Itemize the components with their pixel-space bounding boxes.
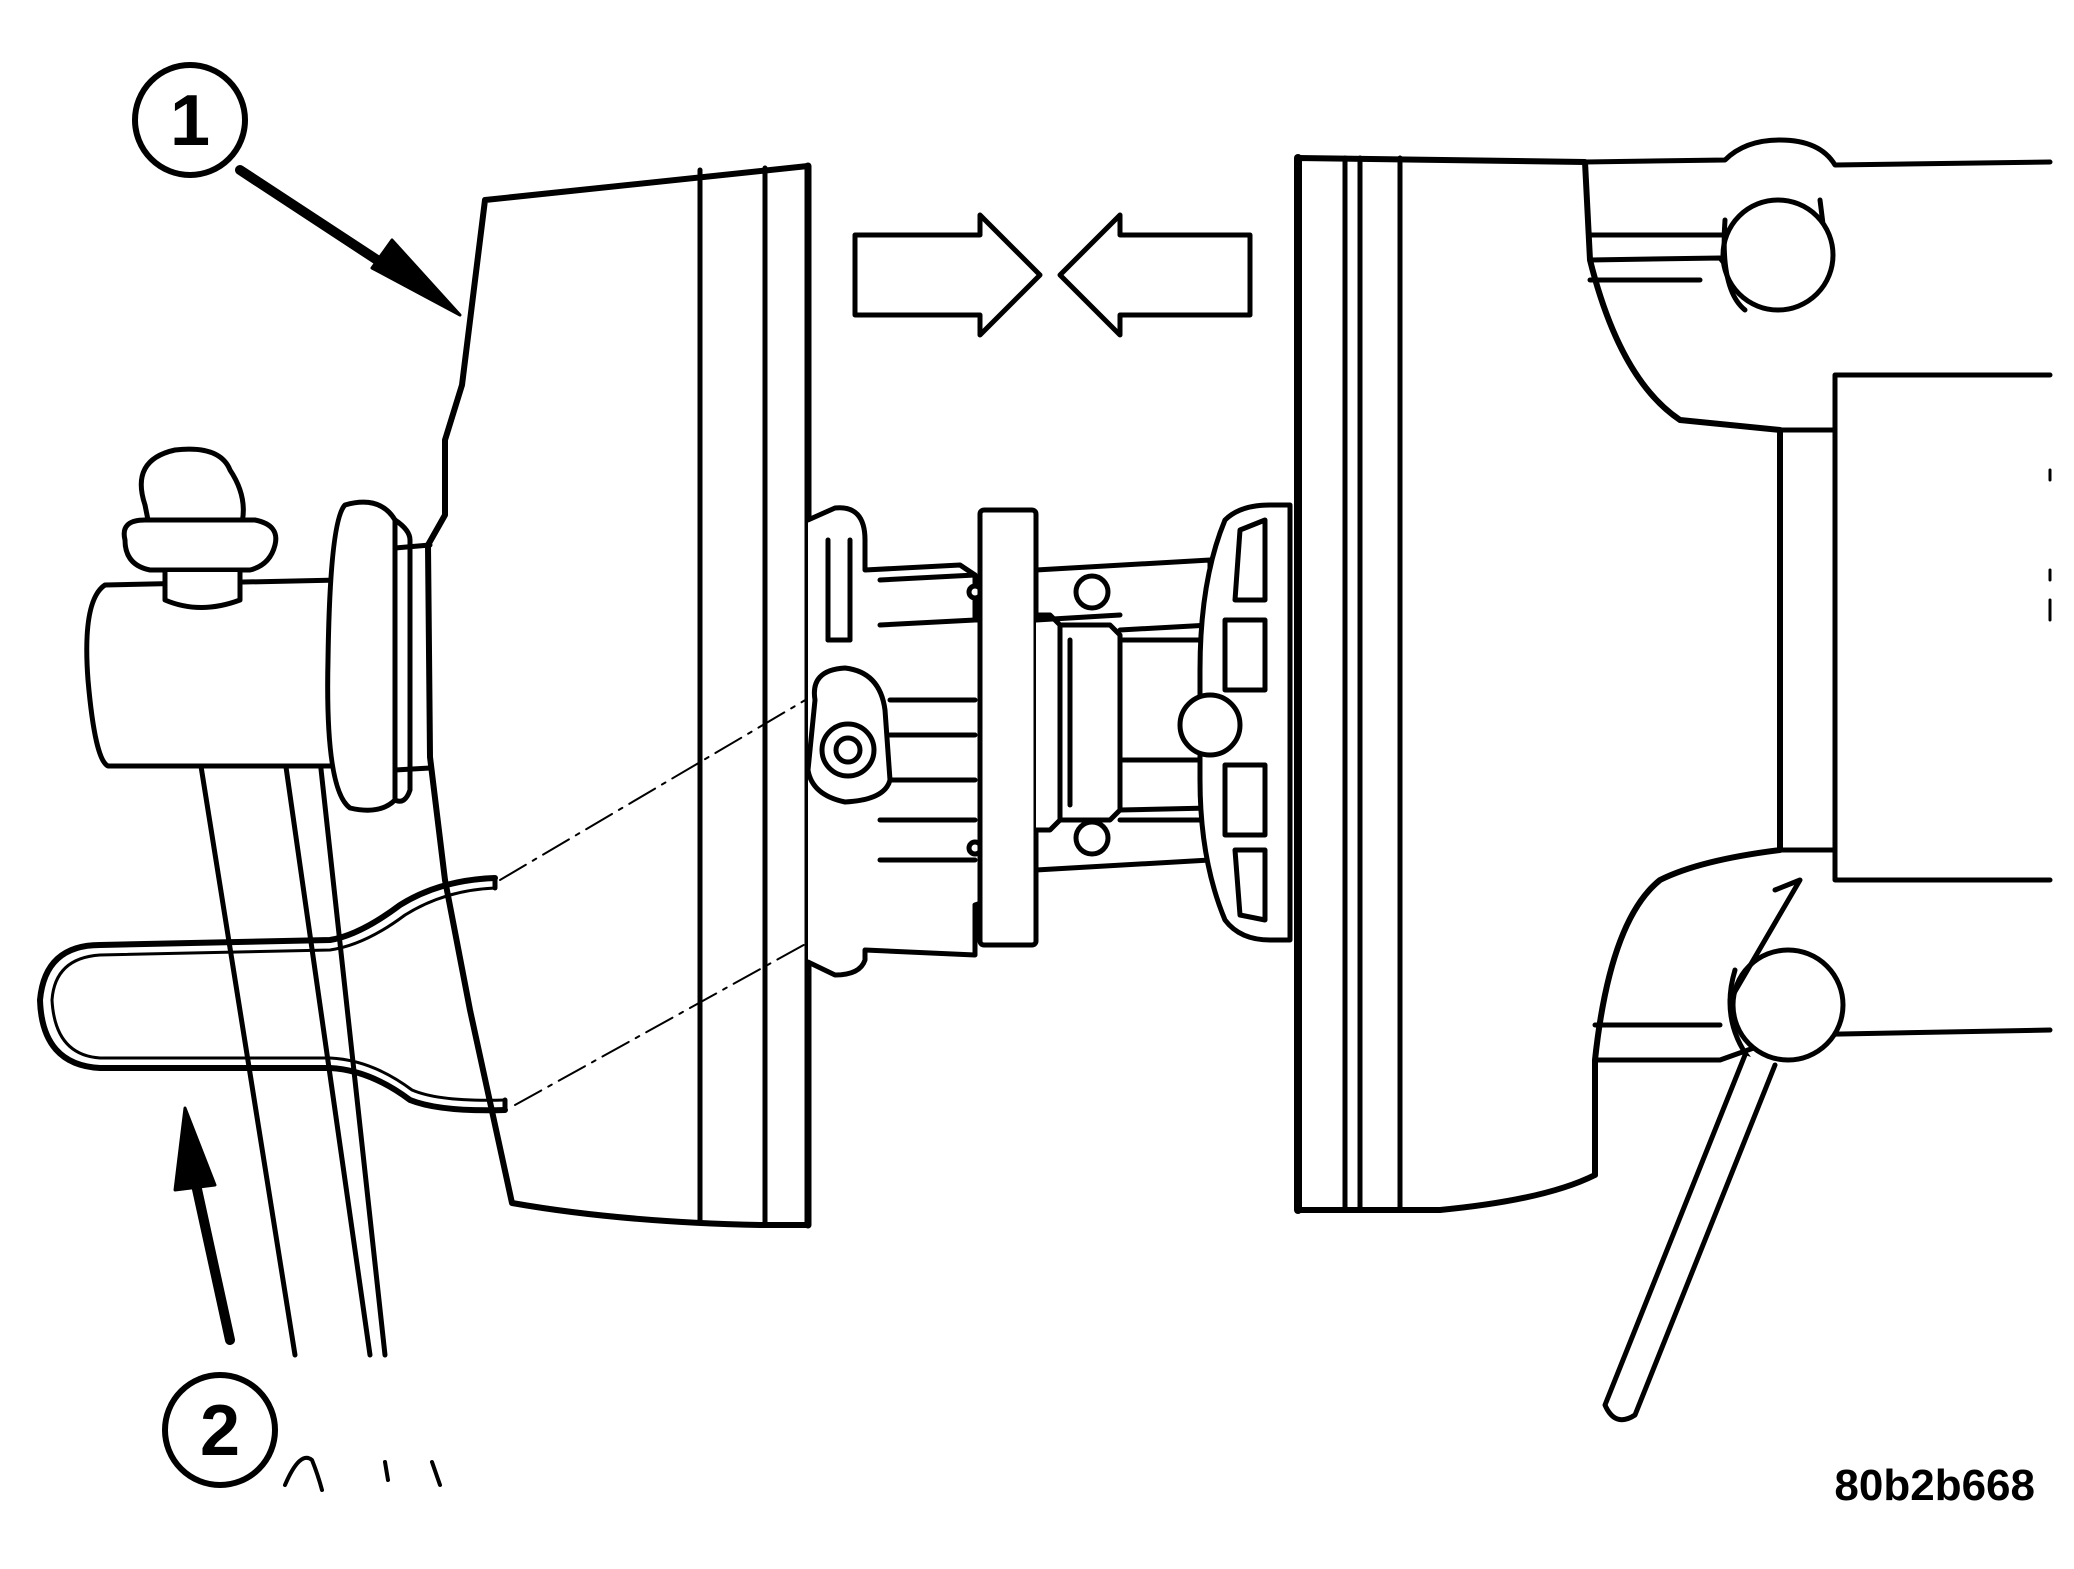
callout-2-label: 2 [200,1391,240,1471]
callout-1-label: 1 [170,81,210,161]
right-housing [1294,137,2053,1423]
push-together-arrows [852,212,1253,338]
left-housing [425,162,812,1229]
callout-1: 1 [132,62,462,317]
clip-pin [37,875,508,1114]
callout-2: 2 [162,1106,278,1488]
left-bolt [121,446,279,610]
left-shaft [84,499,433,813]
stray-marks [283,1455,442,1492]
center-coupling [805,502,1293,978]
figure-code: 80b2b668 [1834,1461,2035,1510]
